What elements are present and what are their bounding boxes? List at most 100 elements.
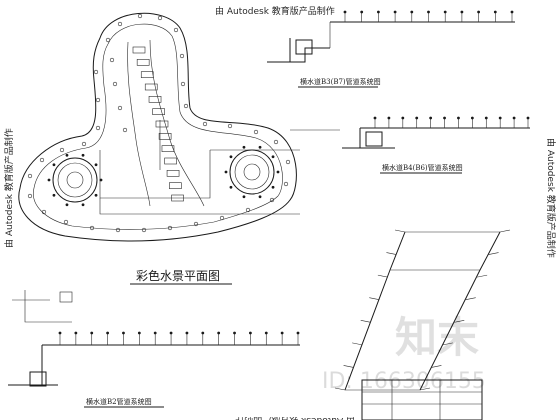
- nozzle: [115, 227, 121, 233]
- side-detail-box: [59, 291, 73, 303]
- nozzle: [245, 207, 251, 213]
- side-detail-pipe: [24, 290, 72, 323]
- plan-nozzles: [27, 13, 291, 233]
- right-pool-inner: [234, 154, 270, 190]
- riser-nozzle: [137, 331, 141, 335]
- riser-nozzle: [393, 10, 397, 14]
- nozzle: [65, 153, 69, 157]
- iso-right-line: [419, 231, 501, 391]
- channel-step: [164, 157, 177, 165]
- riser-nozzle: [106, 331, 109, 335]
- b4-nozzles: [373, 116, 530, 128]
- nozzle: [95, 97, 101, 103]
- plan-inner-boundary: [33, 23, 283, 230]
- autodesk-watermark-right: 由 Autodesk 教育版产品制作: [545, 138, 557, 258]
- nozzle: [94, 163, 98, 167]
- nozzle: [167, 225, 173, 231]
- plan-channel-left: [127, 41, 151, 207]
- nozzle: [99, 178, 103, 182]
- riser-nozzle: [343, 10, 347, 14]
- pipe-loop: [99, 150, 211, 199]
- image-id-watermark: ID: 166306155: [322, 369, 486, 394]
- channel-step: [140, 71, 154, 78]
- autodesk-watermark-left: 由 Autodesk 教育版产品制作: [3, 128, 15, 248]
- channel-step: [166, 170, 180, 177]
- riser-nozzle: [484, 116, 488, 120]
- channel-step: [152, 108, 165, 115]
- riser-nozzle: [264, 331, 268, 335]
- nozzle: [117, 21, 123, 27]
- left-pool-outer: [52, 157, 98, 203]
- section-b3: 横水道B3(B7)管道系统图: [267, 10, 515, 88]
- riser-nozzle: [510, 10, 514, 14]
- section-b2: 横水道B2管道系统图: [8, 331, 300, 408]
- nozzle: [52, 193, 56, 197]
- riser-nozzle: [373, 116, 377, 120]
- nozzle: [81, 203, 85, 207]
- iso-branch: [431, 365, 442, 368]
- right-pool-core: [243, 163, 261, 181]
- water-feature-plan: 彩色水景平面图: [12, 12, 340, 323]
- section-isometric: [334, 229, 511, 420]
- nozzle: [59, 147, 65, 153]
- b2-title: 横水道B2管道系统图: [86, 397, 152, 406]
- nozzle: [93, 69, 99, 75]
- nozzle: [219, 215, 225, 221]
- nozzle: [193, 221, 199, 227]
- nozzle: [52, 163, 56, 167]
- b3-pump-box: [295, 39, 313, 55]
- riser-nozzle: [512, 116, 516, 120]
- riser-nozzle: [122, 331, 125, 335]
- riser-nozzle: [401, 116, 405, 120]
- channel-step: [136, 59, 150, 66]
- b2-riser: [41, 345, 58, 386]
- nozzle: [258, 195, 262, 199]
- riser-nozzle: [457, 116, 460, 120]
- riser-nozzle: [201, 331, 205, 335]
- iso-branch: [377, 274, 388, 278]
- plan-pipe-network: [99, 120, 340, 215]
- nozzle: [229, 155, 233, 159]
- riser-nozzle: [90, 331, 94, 335]
- nozzle: [229, 185, 233, 189]
- nozzle: [81, 141, 87, 147]
- right-round-pool: [229, 149, 275, 195]
- nozzle: [285, 159, 291, 165]
- iso-branch: [343, 365, 354, 368]
- channel-step: [144, 83, 158, 91]
- autodesk-watermark-top: 由 Autodesk 教育版产品制作: [215, 5, 335, 17]
- plan-outer-boundary: [18, 12, 297, 242]
- iso-branch: [442, 342, 453, 346]
- left-round-pool: [52, 157, 98, 203]
- channel-step: [169, 182, 182, 189]
- left-pool-inner: [57, 162, 93, 198]
- nozzle: [109, 57, 115, 63]
- riser-nozzle: [296, 331, 300, 335]
- right-pool-outer: [229, 149, 275, 195]
- channel-step: [161, 145, 175, 152]
- nozzle: [65, 203, 69, 207]
- nozzle: [253, 129, 259, 135]
- channel-steps: [132, 46, 184, 202]
- title-block-frame: [361, 379, 483, 420]
- nozzle: [112, 81, 118, 87]
- nozzle: [117, 105, 123, 111]
- nozzle: [95, 125, 101, 131]
- plan-title: 彩色水景平面图: [136, 269, 220, 283]
- channel-step: [132, 46, 146, 54]
- nozzle: [27, 193, 33, 199]
- nozzle: [89, 225, 95, 231]
- nozzle: [227, 123, 233, 129]
- section-b4: 横水道B4(B6)管道系统图: [342, 116, 530, 174]
- nozzle: [41, 209, 47, 215]
- riser-nozzle: [169, 331, 173, 335]
- nozzle: [137, 13, 143, 19]
- nozzle: [242, 195, 246, 199]
- left-pool-core: [66, 171, 84, 189]
- riser-nozzle: [460, 10, 464, 14]
- pipe-main: [99, 198, 250, 215]
- channel-step: [158, 133, 172, 140]
- nozzle: [271, 155, 275, 159]
